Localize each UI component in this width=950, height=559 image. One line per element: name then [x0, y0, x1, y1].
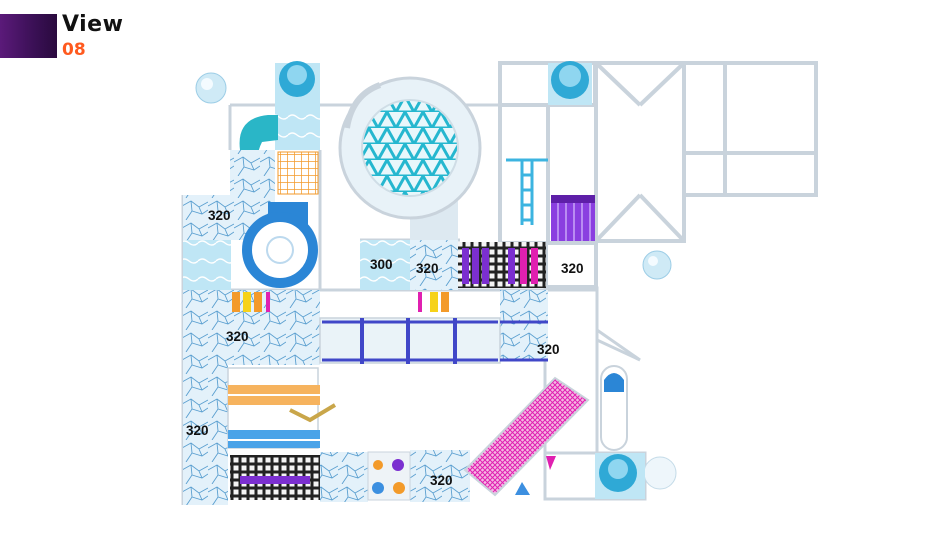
teal-tube-slide: [239, 115, 278, 156]
zone-label: 320: [226, 329, 249, 344]
central-bridge: [319, 317, 548, 364]
ball-pit: [367, 451, 411, 501]
dome-bottom-right: [595, 453, 645, 499]
zone-label: 320: [561, 261, 584, 276]
view-title: View: [62, 12, 124, 37]
magenta-diagonal-slide: [463, 376, 590, 497]
zone-label: 300: [370, 257, 393, 272]
dome-top-right: [548, 61, 592, 105]
ice-platforms: [183, 150, 548, 505]
wave-slides: [227, 367, 337, 449]
zone-label: 320: [186, 423, 209, 438]
capsule-slide: [600, 365, 628, 451]
zone-label: 320: [416, 261, 439, 276]
header-color-swatch: [0, 14, 57, 58]
zone-label: 320: [537, 342, 560, 357]
zone-label: 320: [430, 473, 453, 488]
view-number: 08: [62, 40, 86, 60]
zone-label: 320: [208, 208, 231, 223]
spiral-tube-slide: [242, 202, 318, 288]
dome-top-left: [275, 61, 320, 105]
pool-deck-upper: [275, 105, 320, 150]
orange-grid-deck: [277, 151, 319, 195]
ladder: [506, 158, 548, 225]
purple-wave-slide: [551, 195, 595, 241]
decor-spheres: [195, 72, 677, 490]
roller-net-panel: [458, 242, 546, 288]
net-tower: [338, 76, 482, 240]
color-rollers: [232, 292, 449, 312]
net-floor: [230, 455, 320, 500]
